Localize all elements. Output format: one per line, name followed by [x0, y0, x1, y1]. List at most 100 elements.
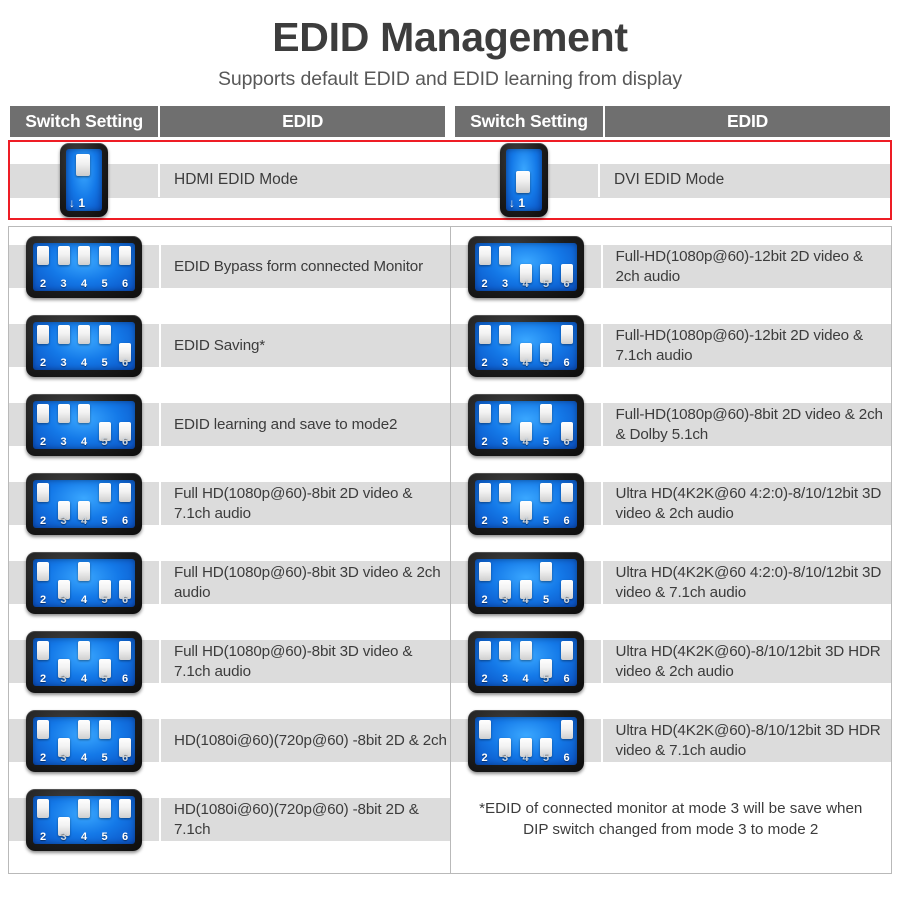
dip-slider-2: [37, 324, 49, 344]
dip-slider-4: [78, 500, 90, 520]
dip-switch-6: 6: [119, 325, 131, 370]
mode1-label-dvi: DVI EDID Mode: [598, 163, 890, 198]
dip-switch-number-4: 4: [80, 356, 88, 369]
dip-switch-5: 5: [98, 641, 111, 686]
dip-switch-number-4: 4: [80, 672, 88, 685]
dip-switch-5: 5: [540, 482, 552, 528]
dip-switch-number-6: 6: [121, 356, 129, 369]
dip-slider-6: [119, 482, 131, 502]
dip-slider-5: [98, 798, 111, 818]
dip-switch-number-6: 6: [563, 277, 570, 290]
dip-switch-number-2: 2: [39, 356, 47, 369]
dip-slider-2: [37, 719, 49, 739]
dip-slider-3: [57, 324, 70, 344]
dip-switch-6: 6: [560, 246, 573, 291]
dip-switch-number-4: 4: [80, 830, 88, 843]
dip-switch-2: 2: [478, 640, 491, 686]
dip-switch-4: 4: [78, 324, 90, 370]
dip-switch-number-6: 6: [121, 514, 129, 527]
dip-switch-2: 2: [37, 561, 49, 607]
dip-switch-3: 3: [57, 245, 70, 291]
dip-switch-number-5: 5: [542, 356, 550, 369]
dip-switch-5: 5: [98, 245, 111, 291]
dip-slider-3: [499, 737, 511, 757]
dip-switch-3: 3: [57, 483, 70, 528]
dip-slider-4: [519, 263, 532, 283]
dip-switch-number-5: 5: [101, 672, 108, 685]
dip-switch-2: 2: [478, 245, 491, 291]
dip-slider-5: [98, 421, 111, 441]
dip-switch-number-3: 3: [60, 514, 67, 527]
dip-switch-3: 3: [499, 403, 511, 449]
dip-switch-number-4: 4: [80, 593, 88, 606]
dip-slider-2: [37, 798, 49, 818]
dip-switch-number-6: 6: [121, 435, 129, 448]
dip-switch-number-4: 4: [80, 514, 88, 527]
dip-switch-number-2: 2: [39, 514, 47, 527]
dip-switch-number-3: 3: [60, 593, 67, 606]
dip-switch-1-dvi-icon: ↓ 1: [500, 143, 548, 218]
dip-slider-5: [98, 579, 111, 599]
dip-slider-2: [478, 403, 491, 423]
dip-switch-number-2: 2: [481, 435, 488, 448]
dip-switch-3: 3: [57, 641, 70, 686]
dip-switch-2: 2: [478, 561, 491, 607]
dip-switch-number-2: 2: [39, 672, 47, 685]
dip-slider-2: [478, 245, 491, 265]
dip-switch-number-2: 2: [481, 356, 488, 369]
dip-slider-5: [540, 263, 552, 283]
dip-slider-4: [519, 640, 532, 660]
dip-switch-6: 6: [560, 562, 573, 607]
dip-switch-2: 2: [478, 403, 491, 449]
dip-slider-5: [540, 561, 552, 581]
dip-switch-number-4: 4: [80, 277, 88, 290]
dip-switch-2: 2: [478, 719, 491, 765]
dip-switch-number-4: 4: [522, 672, 529, 685]
dip-switch-number-3: 3: [60, 277, 67, 290]
dip-switch-4: 4: [519, 404, 532, 449]
dip-switch-6: 6: [119, 404, 131, 449]
dip-switch-6: 6: [560, 324, 573, 370]
dip-slider-6: [119, 245, 131, 265]
dip-switch-number-6: 6: [563, 751, 570, 764]
header-edid-right: EDID: [605, 106, 890, 138]
dip-slider-4: [519, 421, 532, 441]
dip-switch-number-2: 2: [39, 435, 47, 448]
dip-switch-number-5: 5: [542, 514, 550, 527]
dip-switch-6: 6: [560, 640, 573, 686]
table-header-row: Switch Setting EDID Switch Setting EDID: [10, 106, 890, 138]
dip-switch-5: 5: [540, 641, 552, 686]
dip-switch-number-3: 3: [60, 672, 67, 685]
dip-slider-4: [78, 245, 90, 265]
dip-switch-number-4: 4: [522, 435, 529, 448]
dip-switch-number-3: 3: [501, 751, 509, 764]
dip-switch-number-5: 5: [542, 277, 550, 290]
dip-switch-5: 5: [98, 324, 111, 370]
dip-switch-2: 2: [478, 324, 491, 370]
edid-description-cell: Full-HD(1080p@60)-12bit 2D video & 7.1ch…: [600, 324, 892, 368]
dip-switch-4: 4: [78, 403, 90, 449]
dip-slider-6: [560, 324, 573, 344]
dip-slider-3: [499, 579, 511, 599]
dip-switch-number-6: 6: [563, 514, 570, 527]
dip-switch-6: 6: [560, 404, 573, 449]
